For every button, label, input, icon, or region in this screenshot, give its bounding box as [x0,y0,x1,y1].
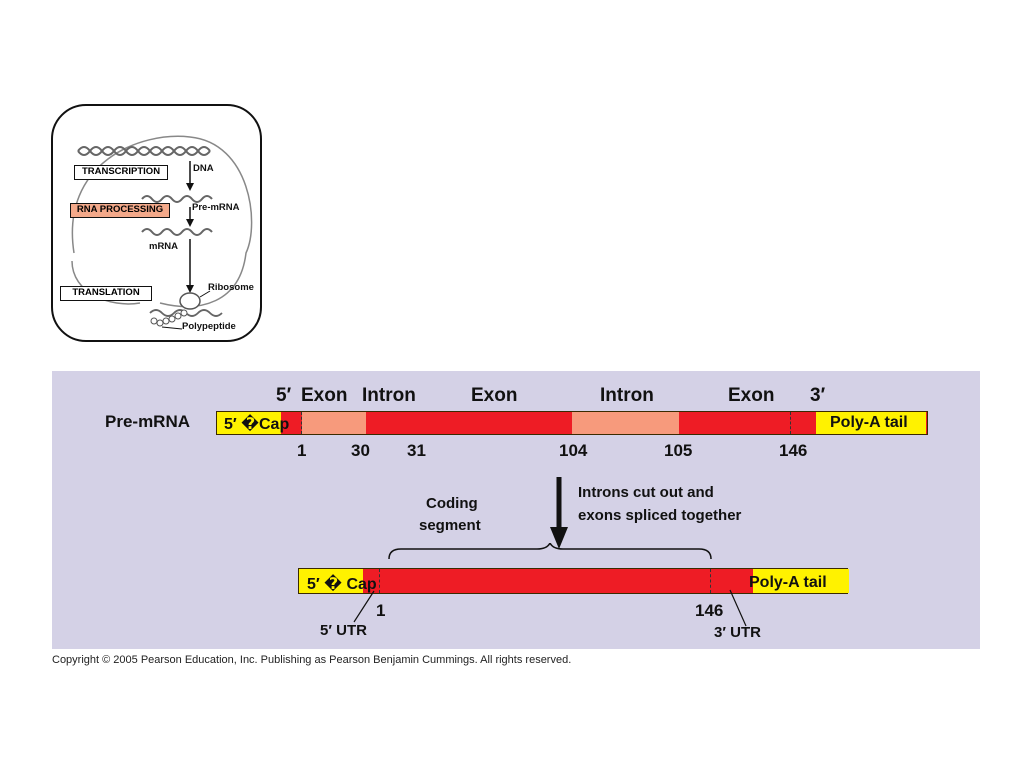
polypeptide-label: Polypeptide [182,321,236,332]
exon-segment-2 [366,412,572,434]
process-text-line-1: Introns cut out and [578,484,714,501]
position-146: 146 [779,441,808,460]
three-prime-end-label: 3′ [810,385,826,406]
position-1: 1 [297,441,307,460]
intron-segment-1 [302,412,366,434]
mrna-bar [298,568,849,594]
utr-leader-lines [353,589,747,627]
mrna-poly-a-tail-segment [753,569,849,593]
position-105: 105 [664,441,693,460]
mrna-position-1: 1 [376,601,386,620]
mrna-cap-segment [299,569,363,593]
five-prime-end-label: 5′ [276,385,292,406]
five-prime-cap-segment [217,412,281,434]
three-prime-utr-label: 3′ UTR [714,624,761,641]
pre-mrna-cap-label: 5′ �Cap [224,416,290,433]
coding-segment-line-2: segment [419,517,481,534]
mrna-coding-segment [379,569,731,593]
exon-segment-3 [679,412,816,434]
intron-segment-2 [572,412,679,434]
exon-label-2: Exon [471,385,518,406]
ribosome-label: Ribosome [208,282,254,293]
mrna-3-utr-segment [731,569,753,593]
pre-mrna-label: Pre-mRNA [192,202,240,213]
mrna-position-146: 146 [695,601,724,620]
intron-label-2: Intron [600,385,654,406]
exon-label-3: Exon [728,385,775,406]
dna-label: DNA [193,163,214,174]
rna-processing-panel: 5′ Exon Intron Exon Intron Exon 3′ Pre-m… [52,371,980,649]
boundary-dash-start [301,412,302,434]
exon-label-1: Exon [301,385,348,406]
pre-mrna-tail-label: Poly-A tail [830,414,908,431]
mrna-end-dash [710,569,711,593]
pre-mrna-bar [216,411,928,435]
position-104: 104 [559,441,588,460]
mrna-tail-label: Poly-A tail [749,574,827,591]
mrna-start-dash [379,569,380,593]
rna-processing-box: RNA PROCESSING [70,203,170,218]
copyright-notice: Copyright © 2005 Pearson Education, Inc.… [52,654,572,666]
boundary-dash-end [790,412,791,434]
transcription-box: TRANSCRIPTION [74,165,168,180]
translation-box: TRANSLATION [60,286,152,301]
position-31: 31 [407,441,426,460]
gene-expression-overview: TRANSCRIPTION RNA PROCESSING TRANSLATION… [50,103,263,343]
five-prime-utr-label: 5′ UTR [320,622,367,639]
pre-mrna-row-label: Pre-mRNA [105,412,191,431]
process-text-line-2: exons spliced together [578,507,742,524]
mrna-label: mRNA [149,241,179,252]
mrna-5-utr-segment [363,569,379,593]
poly-a-tail-segment [816,412,926,434]
coding-segment-brace [388,543,712,560]
intron-label-1: Intron [362,385,416,406]
mrna-cap-label: 5′ � Cap [307,576,377,593]
coding-segment-line-1: Coding [426,495,478,512]
processing-arrow [550,477,568,549]
overview-cell-drawing [51,104,262,342]
position-30: 30 [351,441,370,460]
